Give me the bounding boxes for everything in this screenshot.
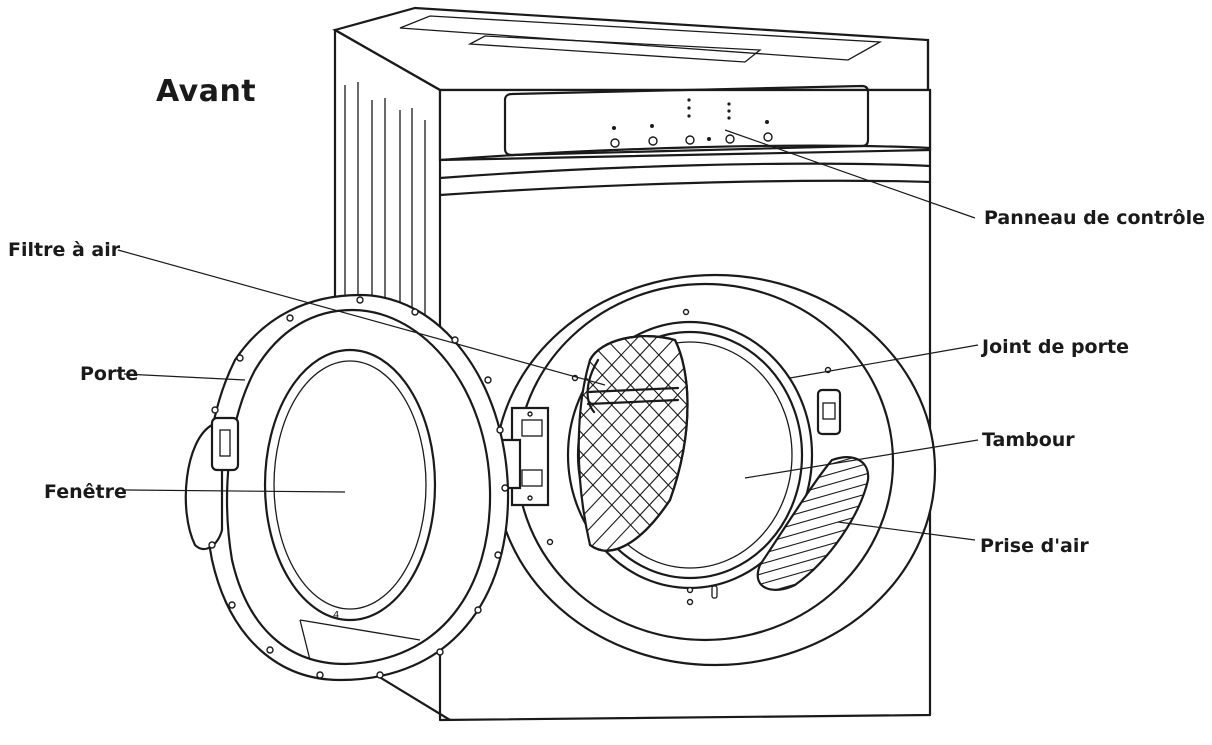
label-door-gasket: Joint de porte bbox=[982, 336, 1129, 358]
diagram-title: Avant bbox=[156, 74, 257, 109]
leader-drum bbox=[744, 439, 979, 479]
leader-air-filter bbox=[117, 249, 606, 386]
label-door: Porte bbox=[80, 363, 139, 385]
label-window: Fenêtre bbox=[44, 481, 127, 503]
open-door: 4 bbox=[184, 293, 510, 682]
label-control-panel: Panneau de contrôle bbox=[984, 207, 1205, 229]
air-filter bbox=[577, 335, 689, 552]
label-air-filter: Filtre à air bbox=[8, 239, 121, 261]
leader-door-gasket bbox=[789, 344, 979, 379]
label-drum: Tambour bbox=[982, 429, 1075, 451]
leader-door bbox=[123, 373, 246, 381]
drum-opening bbox=[493, 273, 937, 667]
label-air-intake: Prise d'air bbox=[980, 535, 1089, 557]
leader-control-panel bbox=[724, 129, 976, 219]
leader-lines bbox=[117, 129, 979, 541]
leader-window bbox=[124, 489, 346, 493]
control-panel bbox=[438, 84, 932, 197]
leader-air-intake bbox=[837, 521, 976, 541]
svg-text:4: 4 bbox=[333, 610, 339, 621]
